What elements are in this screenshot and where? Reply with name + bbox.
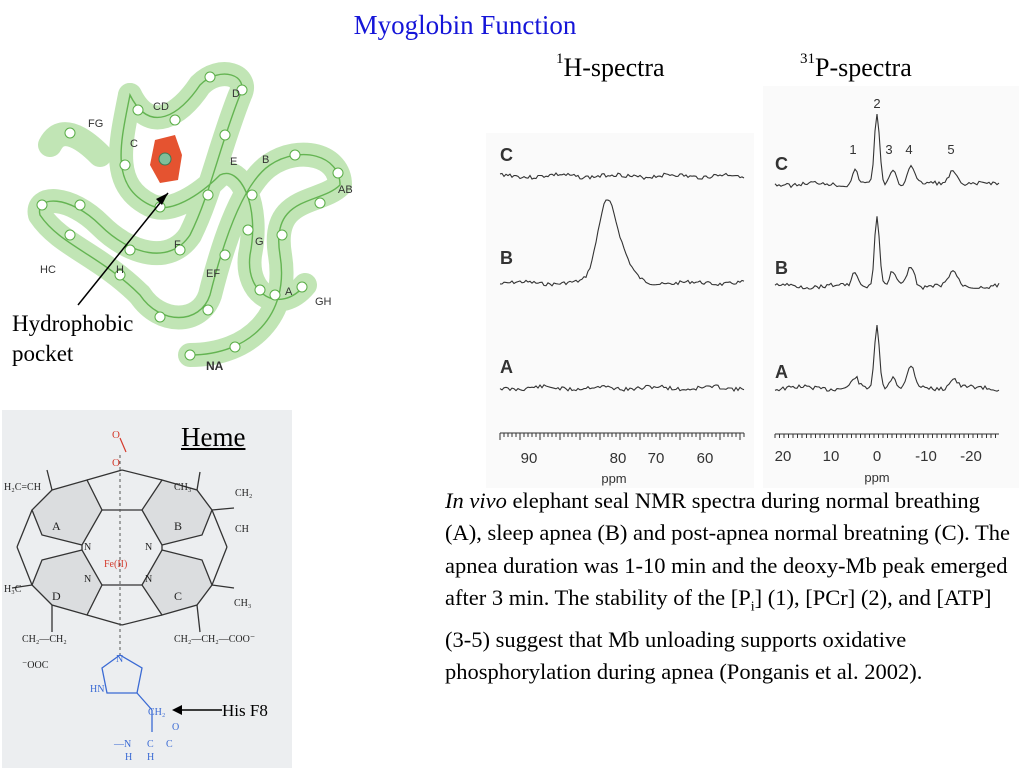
p-peak-label-2: 2 — [873, 96, 880, 111]
p-axis-label: ppm — [864, 470, 889, 485]
p-tick-label: 20 — [775, 448, 792, 465]
heme-ring-b: B — [174, 519, 182, 533]
h-trace-b — [499, 199, 745, 287]
label-ef: EF — [206, 268, 220, 280]
heme-iron: Fe(II) — [104, 559, 127, 570]
backbone-c: C — [166, 739, 173, 750]
h-spectra-title: 1H-spectra — [556, 51, 665, 83]
heme-structure: O O H₂C=CH CH₃ CH₂ CH H₃C CH₃ CH₂—CH₂ CH… — [4, 429, 255, 763]
label-b: B — [262, 154, 269, 166]
h-mass-number: 1 — [556, 51, 564, 67]
heme-n-2: N — [145, 542, 152, 553]
his-hn: HN — [90, 684, 104, 695]
figure-caption: In vivo elephant seal NMR spectra during… — [445, 485, 1020, 688]
hydrophobic-pocket-label: Hydrophobic pocket — [12, 309, 133, 369]
page-title: Myoglobin Function — [353, 10, 577, 40]
his-arrow — [172, 705, 222, 715]
p-trace-label-c: C — [775, 154, 788, 174]
h-trace-label-c: C — [500, 145, 513, 165]
heme-n-4: N — [145, 574, 152, 585]
label-ab: AB — [338, 184, 353, 196]
label-na: NA — [206, 359, 224, 373]
heme-sub-left-methyl: H₃C — [4, 584, 22, 595]
caption-italic: In vivo — [445, 488, 507, 513]
label-d: D — [232, 88, 240, 100]
heme-sub-bottom-left: CH₂—CH₂ — [22, 634, 67, 645]
heme-sub-vinyl-1: CH₂ — [235, 488, 252, 499]
label-gh: GH — [315, 296, 332, 308]
label-f: F — [174, 239, 181, 251]
p-trace-c — [774, 114, 1000, 189]
p-peak-label-4: 4 — [905, 142, 912, 157]
backbone-nh: —N — [113, 739, 131, 750]
his-n: N — [116, 654, 123, 665]
p-peak-label-1: 1 — [849, 142, 856, 157]
heme-sub-top-right: CH₃ — [174, 482, 191, 493]
backbone-ch: C — [147, 739, 154, 750]
heme-n-1: N — [84, 542, 91, 553]
p-trace-b — [774, 216, 1000, 291]
heme-oxygen: O — [112, 429, 120, 441]
label-c: C — [130, 138, 138, 150]
heme-sub-right-methyl: CH₃ — [234, 598, 251, 609]
h-spectra-label: H-spectra — [563, 53, 665, 82]
backbone-h2: H — [147, 752, 154, 763]
h-trace-label-b: B — [500, 248, 513, 268]
p-spectra-label: P-spectra — [815, 53, 912, 82]
p-peak-label-5: 5 — [947, 142, 954, 157]
heme-title: Heme — [181, 422, 246, 452]
h-trace-a — [499, 384, 745, 393]
p-mass-number: 31 — [800, 51, 815, 67]
h-tick-label: 60 — [697, 450, 714, 467]
heme-sub-vinyl-2: CH — [235, 524, 249, 535]
heme-sub-bottom-left-coo: ⁻OOC — [22, 660, 49, 671]
hydrophobic-label-line2: pocket — [12, 341, 74, 366]
heme-ring-a: A — [52, 519, 61, 533]
caption-sub: i — [750, 599, 755, 615]
p-trace-a — [774, 325, 1000, 392]
label-e: E — [230, 156, 237, 168]
p-tick-label: 10 — [823, 448, 840, 465]
p-tick-label: 0 — [873, 448, 881, 465]
caption-part2: ] (1), [PCr] (2), and [ATP] (3-5) sugges… — [445, 584, 992, 684]
heme-sub-top-left: H₂C=CH — [4, 482, 41, 493]
label-fg: FG — [88, 118, 103, 130]
h-tick-label: 80 — [610, 450, 627, 467]
label-a: A — [285, 286, 293, 298]
h-trace-label-a: A — [500, 357, 513, 377]
caption-part1: elephant seal NMR spectra during normal … — [445, 488, 1011, 610]
label-g: G — [255, 236, 264, 248]
p-tick-label: -20 — [960, 448, 982, 465]
myoglobin-structure: FG CD D C E B AB F G HC H EF A GH NA — [27, 62, 353, 373]
h-trace-c — [499, 172, 745, 180]
label-cd: CD — [153, 101, 169, 113]
p-peak-label-3: 3 — [885, 142, 892, 157]
h-tick-label: 90 — [521, 450, 538, 467]
hydrophobic-label-line1: Hydrophobic — [12, 311, 134, 336]
his-f8-label: His F8 — [222, 701, 268, 720]
his-ch2: CH₂ — [148, 707, 165, 718]
h-spectra-panel: C B A 90 80 70 60 ppm — [486, 133, 754, 488]
label-hc: HC — [40, 264, 56, 276]
p-trace-label-a: A — [775, 362, 788, 382]
heme-oxygen-2: O — [112, 457, 120, 469]
heme-ring-c: C — [174, 589, 182, 603]
heme-n-3: N — [84, 574, 91, 585]
heme-ring-d: D — [52, 589, 61, 603]
p-spectra-title: 31P-spectra — [800, 51, 912, 83]
backbone-o: O — [172, 722, 179, 733]
heme-pocket — [150, 135, 182, 183]
label-h: H — [116, 264, 124, 276]
backbone-h: H — [125, 752, 132, 763]
pocket-arrow — [77, 192, 169, 306]
p-trace-label-b: B — [775, 258, 788, 278]
p-tick-label: -10 — [915, 448, 937, 465]
h-tick-label: 70 — [648, 450, 665, 467]
heme-sub-bottom-right: CH₂—CH₂—COO⁻ — [174, 634, 255, 645]
h-axis-label: ppm — [601, 471, 626, 486]
